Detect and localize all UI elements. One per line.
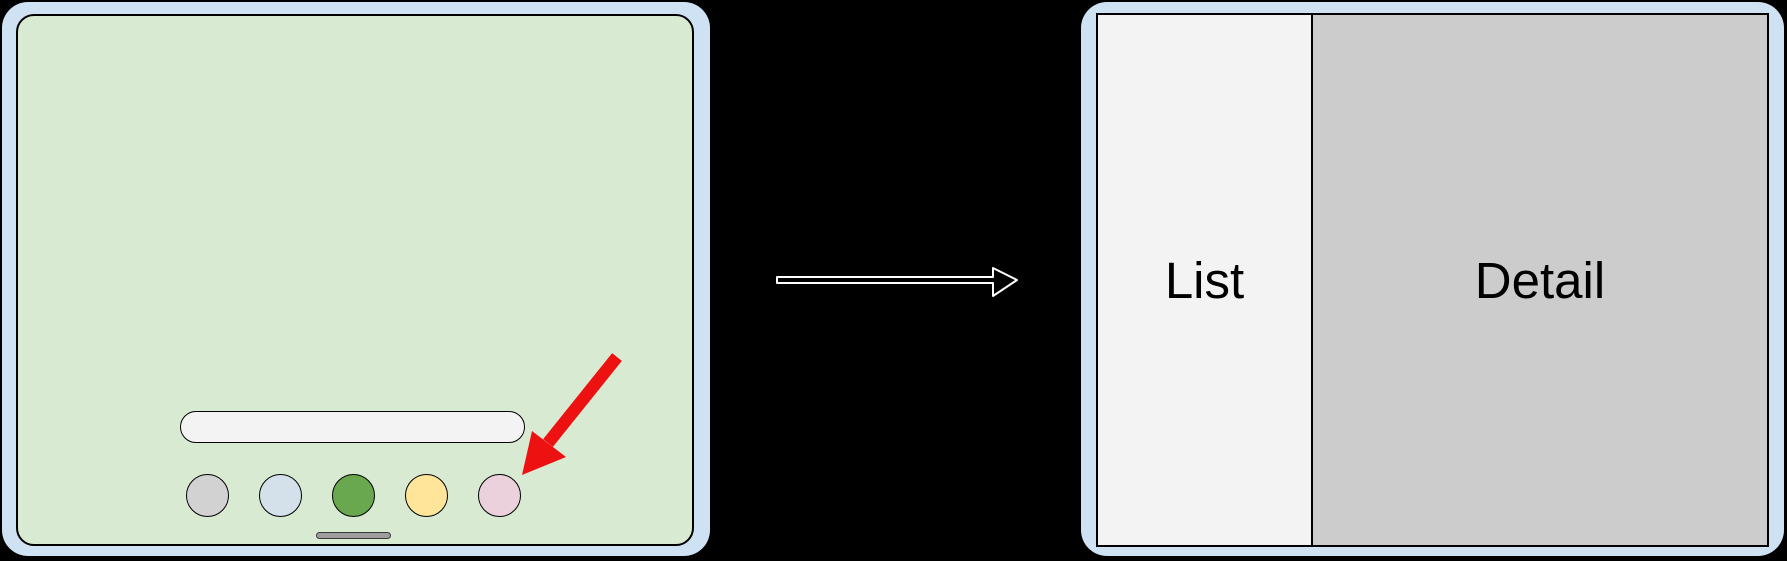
dock-icon-pink-app: [478, 474, 521, 517]
detail-pane-label: Detail: [1474, 251, 1606, 309]
transition-arrow-icon: [776, 267, 1018, 297]
expanded-device-frame: List Detail: [1081, 2, 1784, 556]
list-pane: List: [1098, 15, 1313, 545]
dock-icon-yellow-app: [405, 474, 448, 517]
compact-device-frame: [2, 2, 710, 556]
expanded-device-screen: List Detail: [1096, 13, 1769, 547]
list-pane-label: List: [1164, 251, 1245, 309]
home-indicator: [316, 532, 391, 539]
detail-pane: Detail: [1313, 15, 1767, 545]
dock-icon-blue-app: [259, 474, 302, 517]
search-pill: [180, 411, 525, 443]
dock-icon-green-app: [332, 474, 375, 517]
annotation-arrow-icon: [522, 353, 622, 475]
dock-icon-gray-app: [186, 474, 229, 517]
compact-device-screen: [16, 14, 694, 546]
